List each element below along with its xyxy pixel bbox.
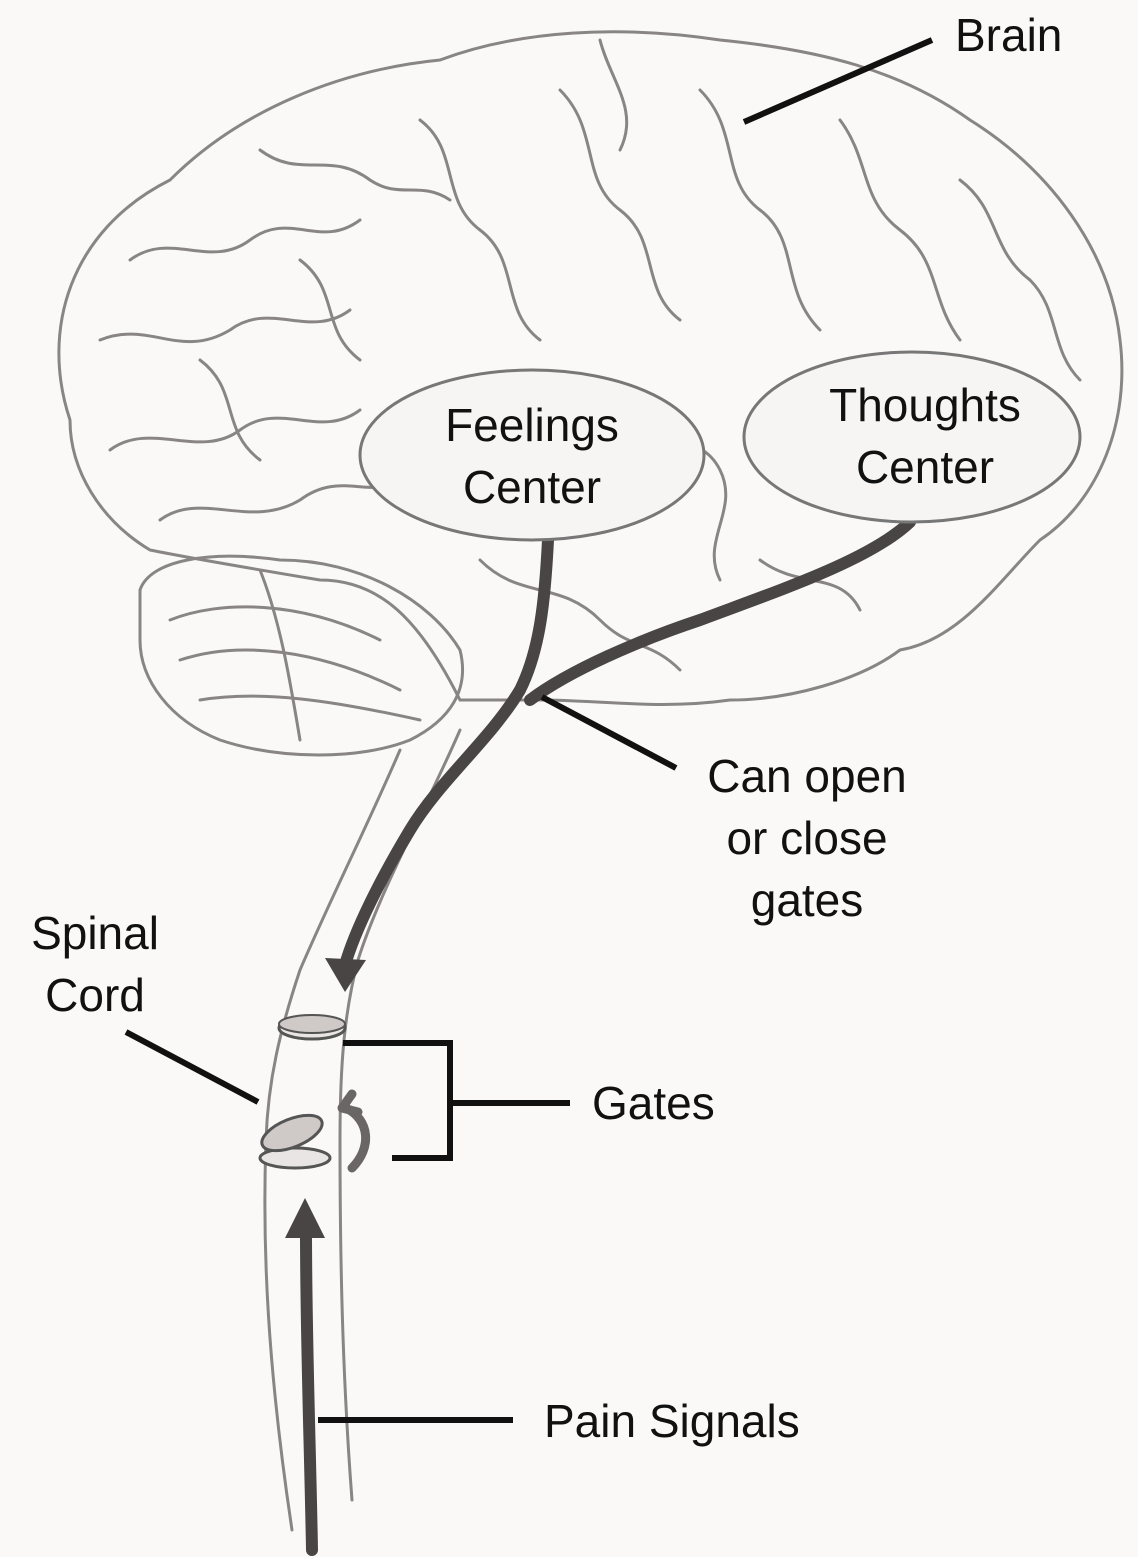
thoughts-center-line-1: Thoughts bbox=[795, 374, 1055, 436]
feelings-center-line-2: Center bbox=[412, 456, 652, 518]
spinal-cord-label: Spinal Cord bbox=[15, 902, 175, 1026]
can-open-line-3: gates bbox=[676, 869, 938, 931]
spinal-cord-line-2: Cord bbox=[15, 964, 175, 1026]
can-open-leader bbox=[542, 697, 676, 768]
brain-label-text: Brain bbox=[955, 4, 1062, 66]
descending-arrow bbox=[325, 958, 366, 992]
gate-rotate-icon bbox=[342, 1094, 366, 1168]
can-open-line-2: or close bbox=[676, 807, 938, 869]
gates-label-text: Gates bbox=[592, 1072, 715, 1134]
pain-signal-pathway bbox=[285, 1198, 325, 1550]
spinal-cord-leader bbox=[126, 1032, 258, 1102]
thoughts-center-line-2: Center bbox=[795, 436, 1055, 498]
can-open-close-label: Can open or close gates bbox=[676, 745, 938, 931]
leader-lines bbox=[126, 40, 932, 1420]
feelings-center-line-1: Feelings bbox=[412, 394, 652, 456]
feelings-center-label: Feelings Center bbox=[412, 394, 652, 518]
can-open-line-1: Can open bbox=[676, 745, 938, 807]
thoughts-center-label: Thoughts Center bbox=[795, 374, 1055, 498]
spinal-cord-line-1: Spinal bbox=[15, 902, 175, 964]
pain-signals-label-text: Pain Signals bbox=[544, 1390, 800, 1452]
pain-signals-label: Pain Signals bbox=[544, 1390, 800, 1452]
gates-bracket bbox=[343, 1043, 450, 1158]
gates-label: Gates bbox=[592, 1072, 715, 1134]
brain-label: Brain bbox=[955, 4, 1062, 66]
gate-upper bbox=[279, 1015, 345, 1039]
